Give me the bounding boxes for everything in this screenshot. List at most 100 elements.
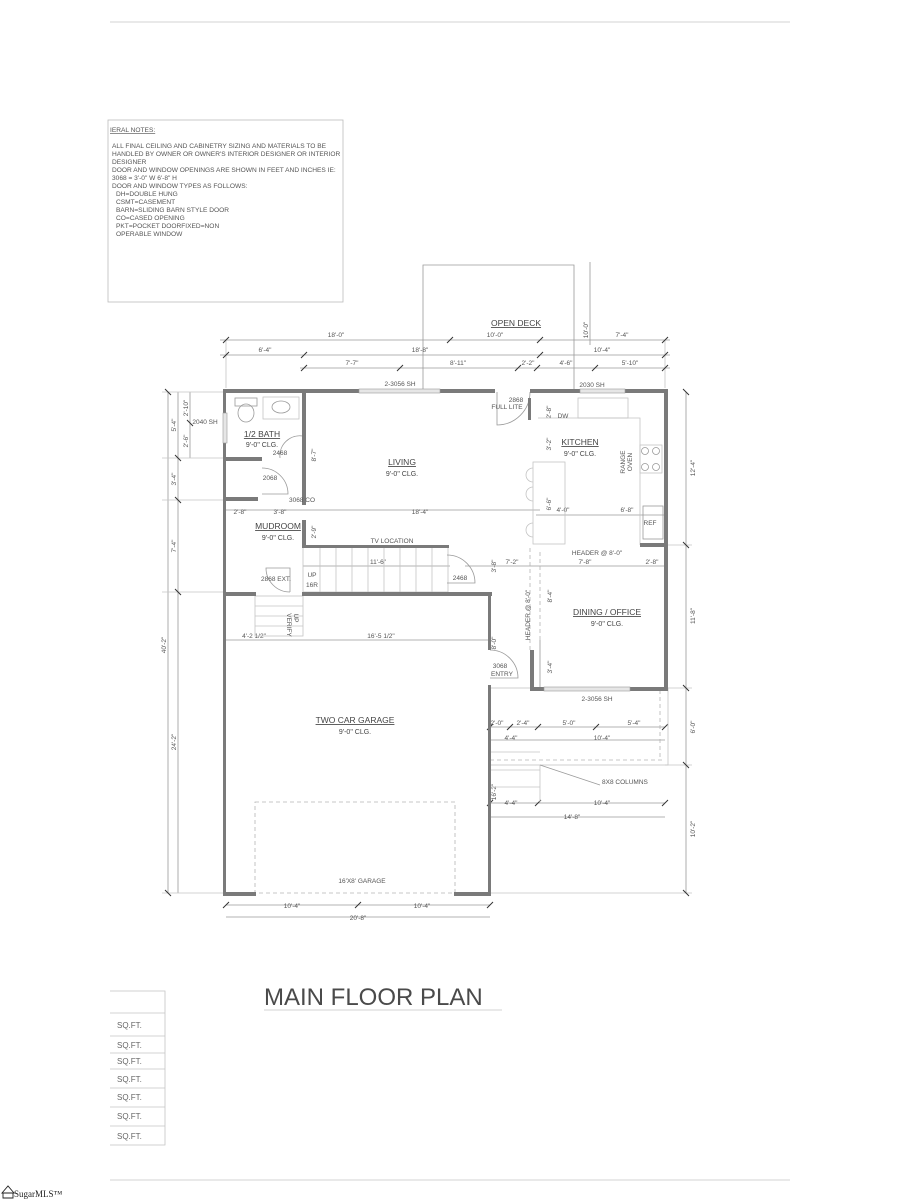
notes-heading: IERAL NOTES: — [110, 127, 155, 134]
dim: 40'-2" — [161, 636, 168, 653]
dim: 6'-6" — [546, 497, 553, 511]
dim: 4'-0" — [557, 507, 571, 514]
dim: 8'-7" — [311, 448, 318, 462]
dim: 24'-2" — [171, 733, 178, 750]
note-line: PKT=POCKET DOORFIXED=NON — [116, 223, 219, 230]
dim: 8'-0" — [491, 636, 498, 650]
area-row: SQ.FT. — [117, 1021, 142, 1030]
dim: 16'-2" — [491, 783, 498, 800]
dim: 11'-8" — [690, 607, 697, 624]
note-line: ALL FINAL CEILING AND CABINETRY SIZING A… — [112, 143, 327, 150]
area-row: SQ.FT. — [117, 1057, 142, 1066]
window-tag: 2040 SH — [192, 419, 218, 426]
dim: 6'-4" — [259, 347, 273, 354]
stair-label: VERIFY — [285, 613, 292, 637]
porch-and-fixtures — [234, 391, 669, 894]
room-garage-label: TWO CAR GARAGE — [316, 715, 395, 725]
dim: 10'-4" — [414, 903, 431, 910]
dimension-lines: 18'-0" 10'-0" 7'-4" 6'-4" 18'-8" 10'-4" … — [161, 262, 697, 922]
dim: 2'-4" — [517, 720, 531, 727]
area-row: SQ.FT. — [117, 1041, 142, 1050]
plan-title: MAIN FLOOR PLAN — [264, 984, 483, 1011]
dim: 14'-8" — [564, 814, 581, 821]
dim: 2'-10" — [183, 399, 190, 416]
dim: 6'-0" — [690, 720, 697, 734]
area-table: SQ.FT. SQ.FT. SQ.FT. SQ.FT. SQ.FT. SQ.FT… — [110, 990, 166, 1146]
dim: 8'-4" — [547, 589, 554, 603]
dim: 7'-7" — [346, 360, 360, 367]
header-label: HEADER @ 8'-0" — [525, 589, 532, 640]
sugarmls-logo: SugarMLS™ — [1, 1185, 63, 1199]
area-row: SQ.FT. — [117, 1075, 142, 1084]
door-tag: 3068 — [493, 663, 508, 670]
window-tag: 2-3056 SH — [384, 381, 415, 388]
open-deck: OPEN DECK — [422, 264, 575, 392]
dim: 18'-4" — [412, 509, 429, 516]
dim: 10'-4" — [284, 903, 301, 910]
dim: 3'-8" — [274, 509, 288, 516]
dim: 2'-2" — [522, 360, 536, 367]
note-line: DOOR AND WINDOW OPENINGS ARE SHOWN IN FE… — [112, 167, 336, 174]
note-line: CSMT=CASEMENT — [116, 199, 175, 206]
room-mudroom-ceiling: 9'-0" CLG. — [262, 535, 294, 542]
door-tag: 2868 — [509, 397, 524, 404]
dim: 3'-4" — [171, 472, 178, 486]
area-row: SQ.FT. — [117, 1093, 142, 1102]
dim: 7'-8" — [579, 559, 593, 566]
room-mudroom-label: MUDROOM — [255, 521, 301, 531]
dim: 6'-8" — [621, 507, 635, 514]
dim: 12'-4" — [690, 459, 697, 476]
window-tag: 2-3056 SH — [581, 696, 612, 703]
garage-door-label: 16'X8' GARAGE — [338, 878, 386, 885]
note-line: CO=CASED OPENING — [116, 215, 185, 222]
door-tag: 2468 — [273, 450, 288, 457]
dim: 7'-4" — [616, 332, 630, 339]
dim: 10'-0" — [583, 321, 590, 338]
dim: 5'-10" — [622, 360, 639, 367]
window-tag: 2030 SH — [579, 382, 605, 389]
note-line: OPERABLE WINDOW — [116, 231, 183, 238]
dim: 18'-8" — [412, 347, 429, 354]
header-label: HEADER @ 8'-0" — [572, 550, 623, 557]
room-bath-ceiling: 9'-0" CLG. — [246, 442, 278, 449]
dim: 2'-9" — [311, 525, 318, 539]
dim: 2'-8" — [234, 509, 248, 516]
dim: 2'-0" — [491, 720, 505, 727]
general-notes: IERAL NOTES: ALL FINAL CEILING AND CABIN… — [107, 119, 344, 303]
dim: 16'-5 1/2" — [367, 633, 395, 640]
note-line: HANDLED BY OWNER OR OWNER'S INTERIOR DES… — [112, 151, 341, 158]
dim: 10'-4" — [594, 735, 611, 742]
dim: 5'-0" — [563, 720, 577, 727]
watermark-text: SugarMLS™ — [14, 1189, 63, 1199]
dishwasher-label: DW — [558, 413, 570, 420]
dim: 8'-11" — [450, 360, 467, 367]
dim: 5'-4" — [628, 720, 642, 727]
dim: 11'-6" — [370, 559, 387, 566]
room-living-ceiling: 9'-0" CLG. — [386, 471, 418, 478]
dim: 18'-0" — [328, 332, 345, 339]
dim: 3'-8" — [491, 559, 498, 573]
note-line: DOOR AND WINDOW TYPES AS FOLLOWS: — [112, 183, 248, 190]
opening-tag: 3068 CO — [289, 497, 315, 504]
columns-label: 8X8 COLUMNS — [602, 779, 649, 786]
dim: 10'-4" — [594, 800, 611, 807]
dim: 10'-4" — [594, 347, 611, 354]
range-label: RANGE — [620, 450, 627, 474]
note-line: 3068 = 3'-0" W 6'-8" H — [112, 175, 177, 182]
annotations: 2-3056 SH 2868 FULL LITE 2030 SH DW RANG… — [192, 381, 656, 885]
dim: 3'-2" — [546, 437, 553, 451]
dim: 4'-6" — [560, 360, 574, 367]
range-label: OVEN — [627, 452, 634, 471]
door-tag: 2468 — [453, 575, 468, 582]
dim: 4'-4" — [505, 800, 519, 807]
door-tag: 2068 — [263, 475, 278, 482]
dim: 7'-2" — [506, 559, 520, 566]
dim: 10'-2" — [690, 820, 697, 837]
door-tag: ENTRY — [491, 671, 514, 678]
room-kitchen-label: KITCHEN — [561, 437, 598, 447]
door-tag: 2868 EXT. — [261, 576, 291, 583]
area-row: SQ.FT. — [117, 1132, 142, 1141]
stair-label: UP — [292, 613, 299, 622]
ref-label: REF — [644, 520, 657, 527]
